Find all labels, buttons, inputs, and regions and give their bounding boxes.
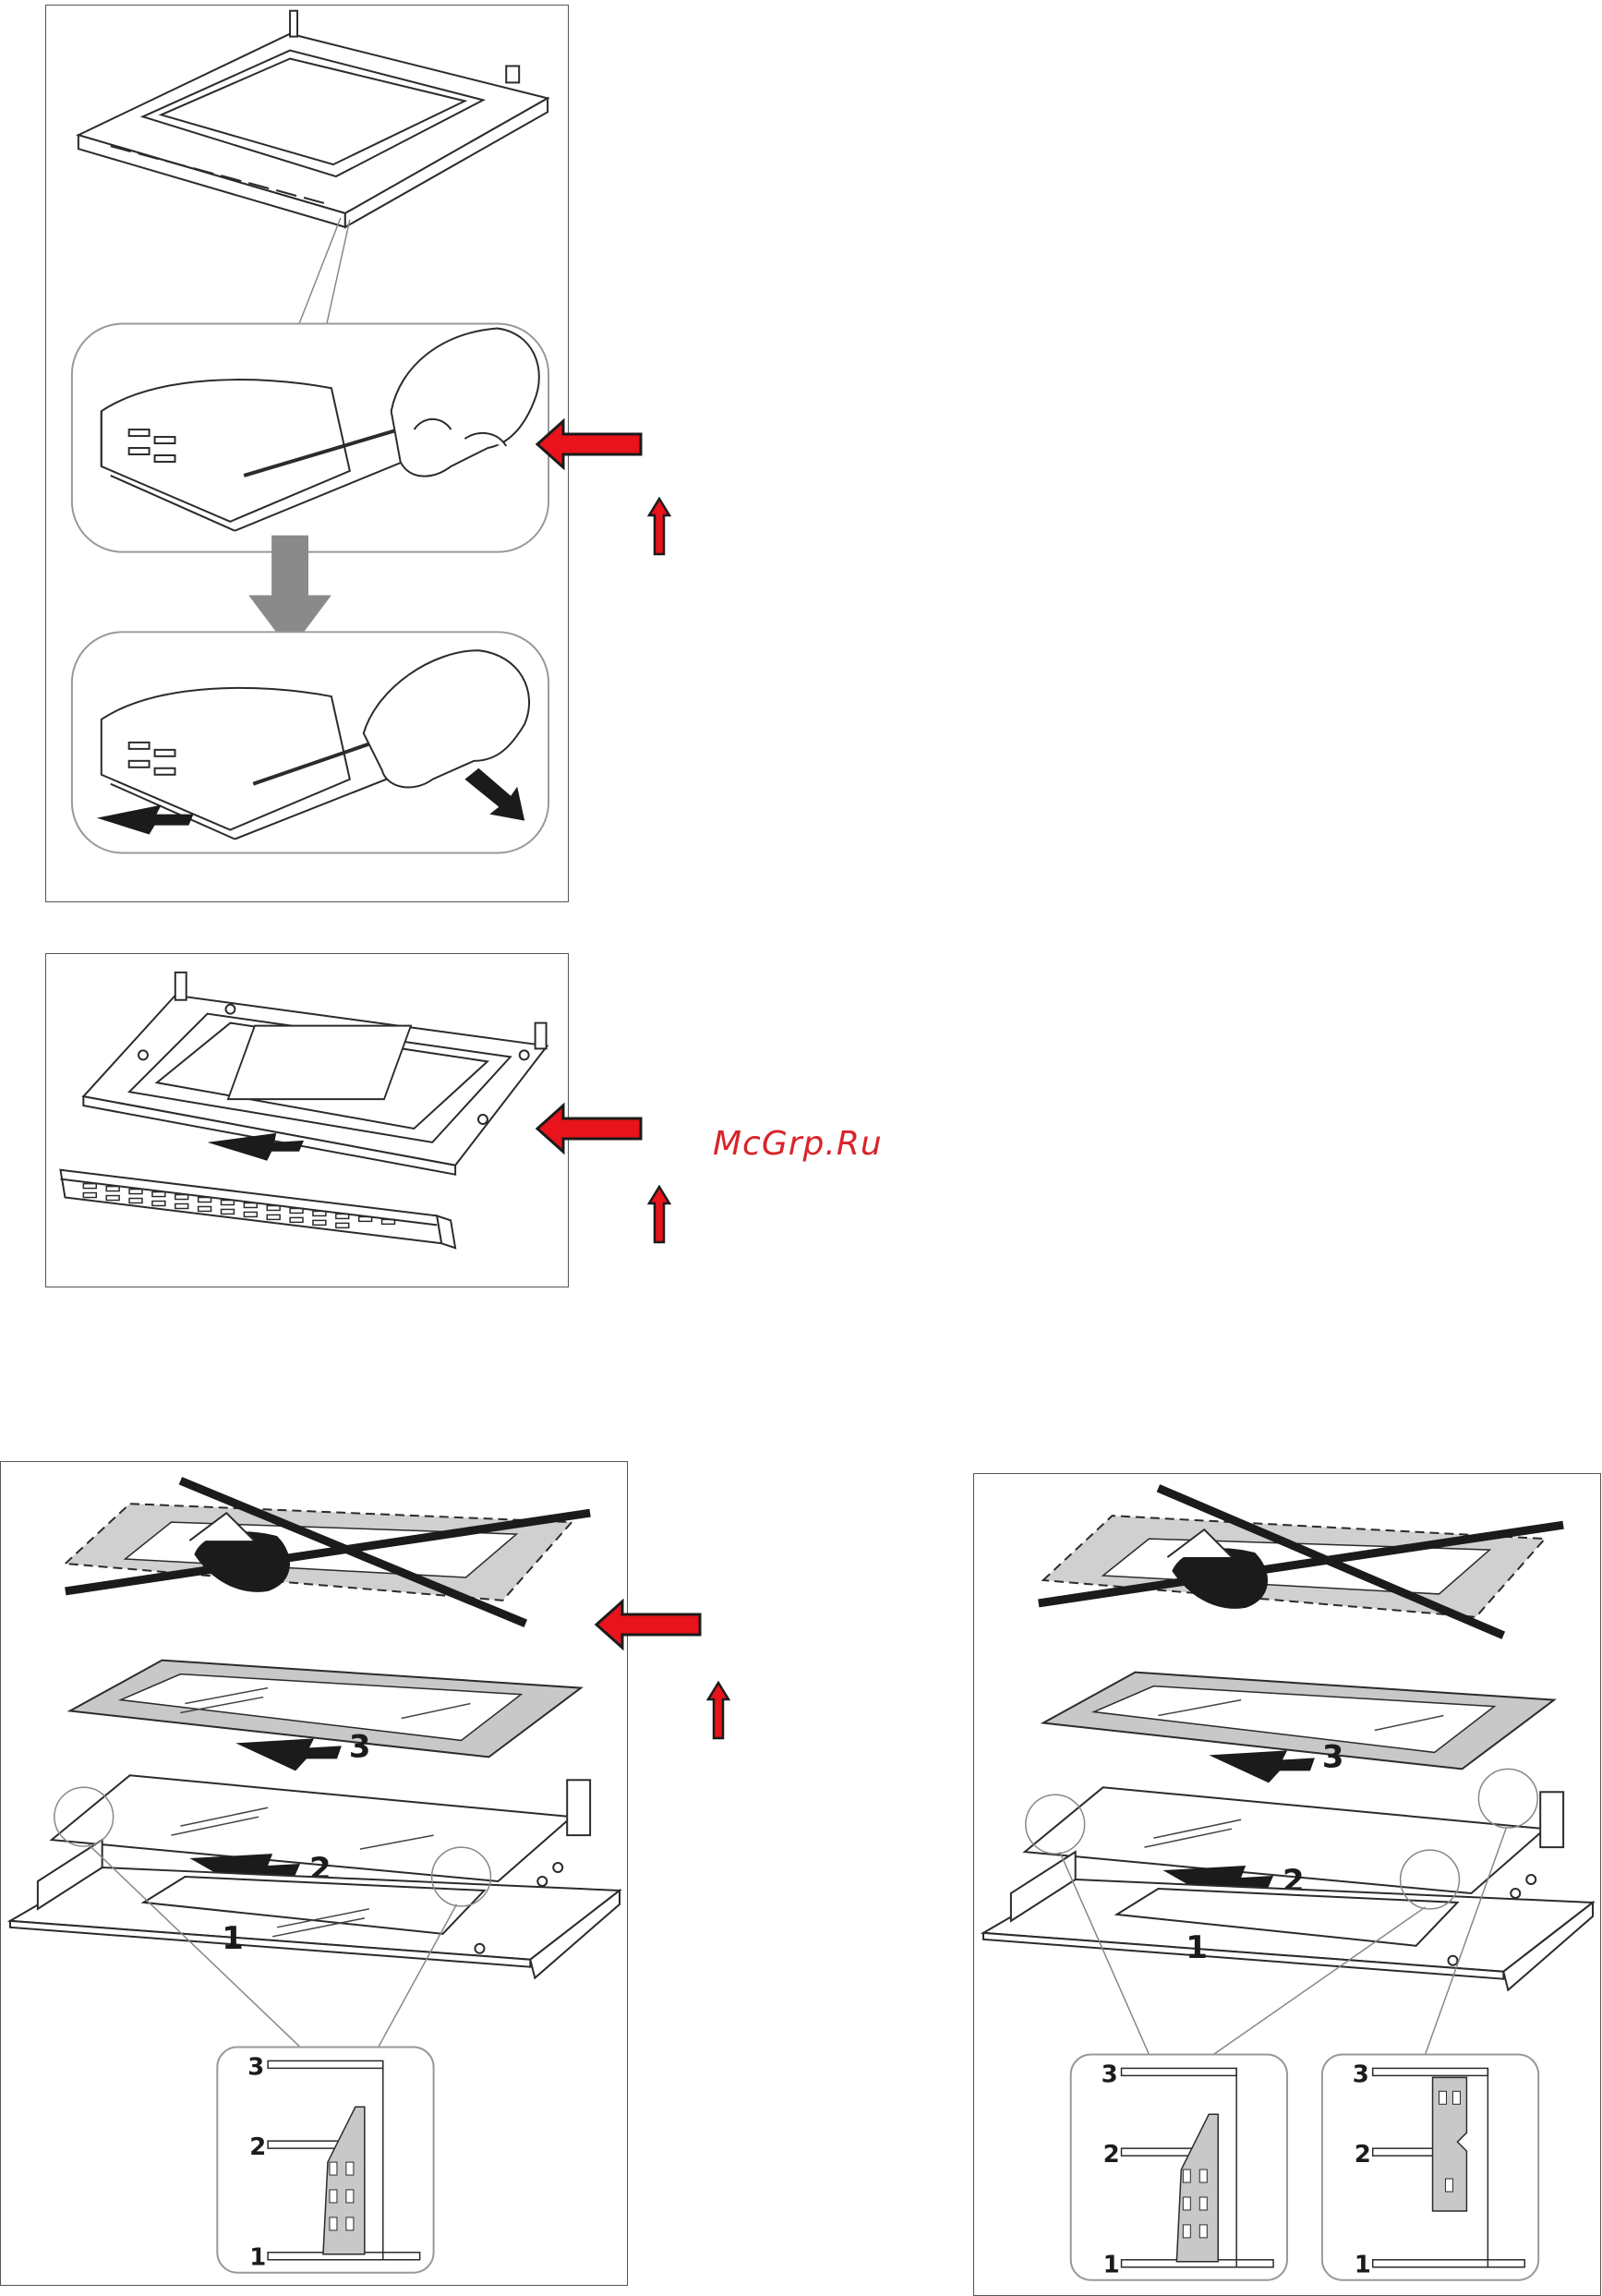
layer-label-1: 1 xyxy=(222,1920,244,1956)
detail-label-1: 1 xyxy=(249,2244,266,2272)
detail-circle-right xyxy=(1478,1769,1537,1828)
glass-layer-3 xyxy=(70,1661,581,1758)
door-frame-illustration xyxy=(83,973,547,1175)
red-arrow-up-icon-2 xyxy=(647,1185,671,1244)
red-arrow-up-icon-3 xyxy=(706,1681,730,1740)
glass-layer-3 xyxy=(1043,1673,1554,1770)
layer-label-3: 3 xyxy=(1322,1738,1344,1774)
red-arrow-up-icon-1 xyxy=(647,497,671,556)
figure-1-door-top-removal xyxy=(45,5,569,902)
figure-3-glass-layers: 3 2 1 xyxy=(0,1461,628,2286)
red-arrow-left-icon-1 xyxy=(536,417,644,471)
oven-door-illustration xyxy=(78,11,548,227)
layer-label-1: 1 xyxy=(1186,1929,1208,1965)
detail-label-3: 3 xyxy=(1102,2060,1118,2088)
figure-4-glass-layers: 3 2 1 xyxy=(973,1473,1601,2296)
figure-2-drawing xyxy=(46,954,568,1287)
clip-detail-box-right: 3 2 1 xyxy=(1322,2054,1538,2279)
detail-label-1: 1 xyxy=(1103,2252,1120,2279)
detail-label-1b: 1 xyxy=(1355,2252,1371,2279)
clip-detail-box-left: 3 2 1 xyxy=(1071,2054,1287,2279)
crossed-out-layer xyxy=(66,1480,590,1624)
detail-label-3b: 3 xyxy=(1353,2060,1369,2088)
figure-4-drawing: 3 2 1 xyxy=(974,1474,1600,2295)
red-arrow-left-icon-2 xyxy=(536,1102,644,1155)
figure-3-drawing: 3 2 1 xyxy=(1,1462,627,2285)
detail-label-2: 2 xyxy=(249,2133,266,2161)
figure-1-drawing xyxy=(46,6,568,901)
crossed-out-layer xyxy=(1039,1488,1563,1636)
detail-label-2b: 2 xyxy=(1355,2141,1371,2169)
black-arrow-icon-4 xyxy=(235,1738,342,1770)
detail-label-2: 2 xyxy=(1103,2141,1120,2169)
vent-strip-illustration xyxy=(60,1170,455,1249)
figure-2-door-strip-removal xyxy=(45,953,569,1287)
watermark-text: McGrp.Ru xyxy=(713,1125,883,1163)
detail-label-3: 3 xyxy=(247,2053,264,2081)
layer-label-3: 3 xyxy=(349,1728,371,1764)
red-arrow-left-icon-3 xyxy=(595,1598,703,1651)
clip-detail-box: 3 2 1 xyxy=(217,2047,433,2272)
black-arrow-icon-6 xyxy=(1209,1750,1315,1782)
